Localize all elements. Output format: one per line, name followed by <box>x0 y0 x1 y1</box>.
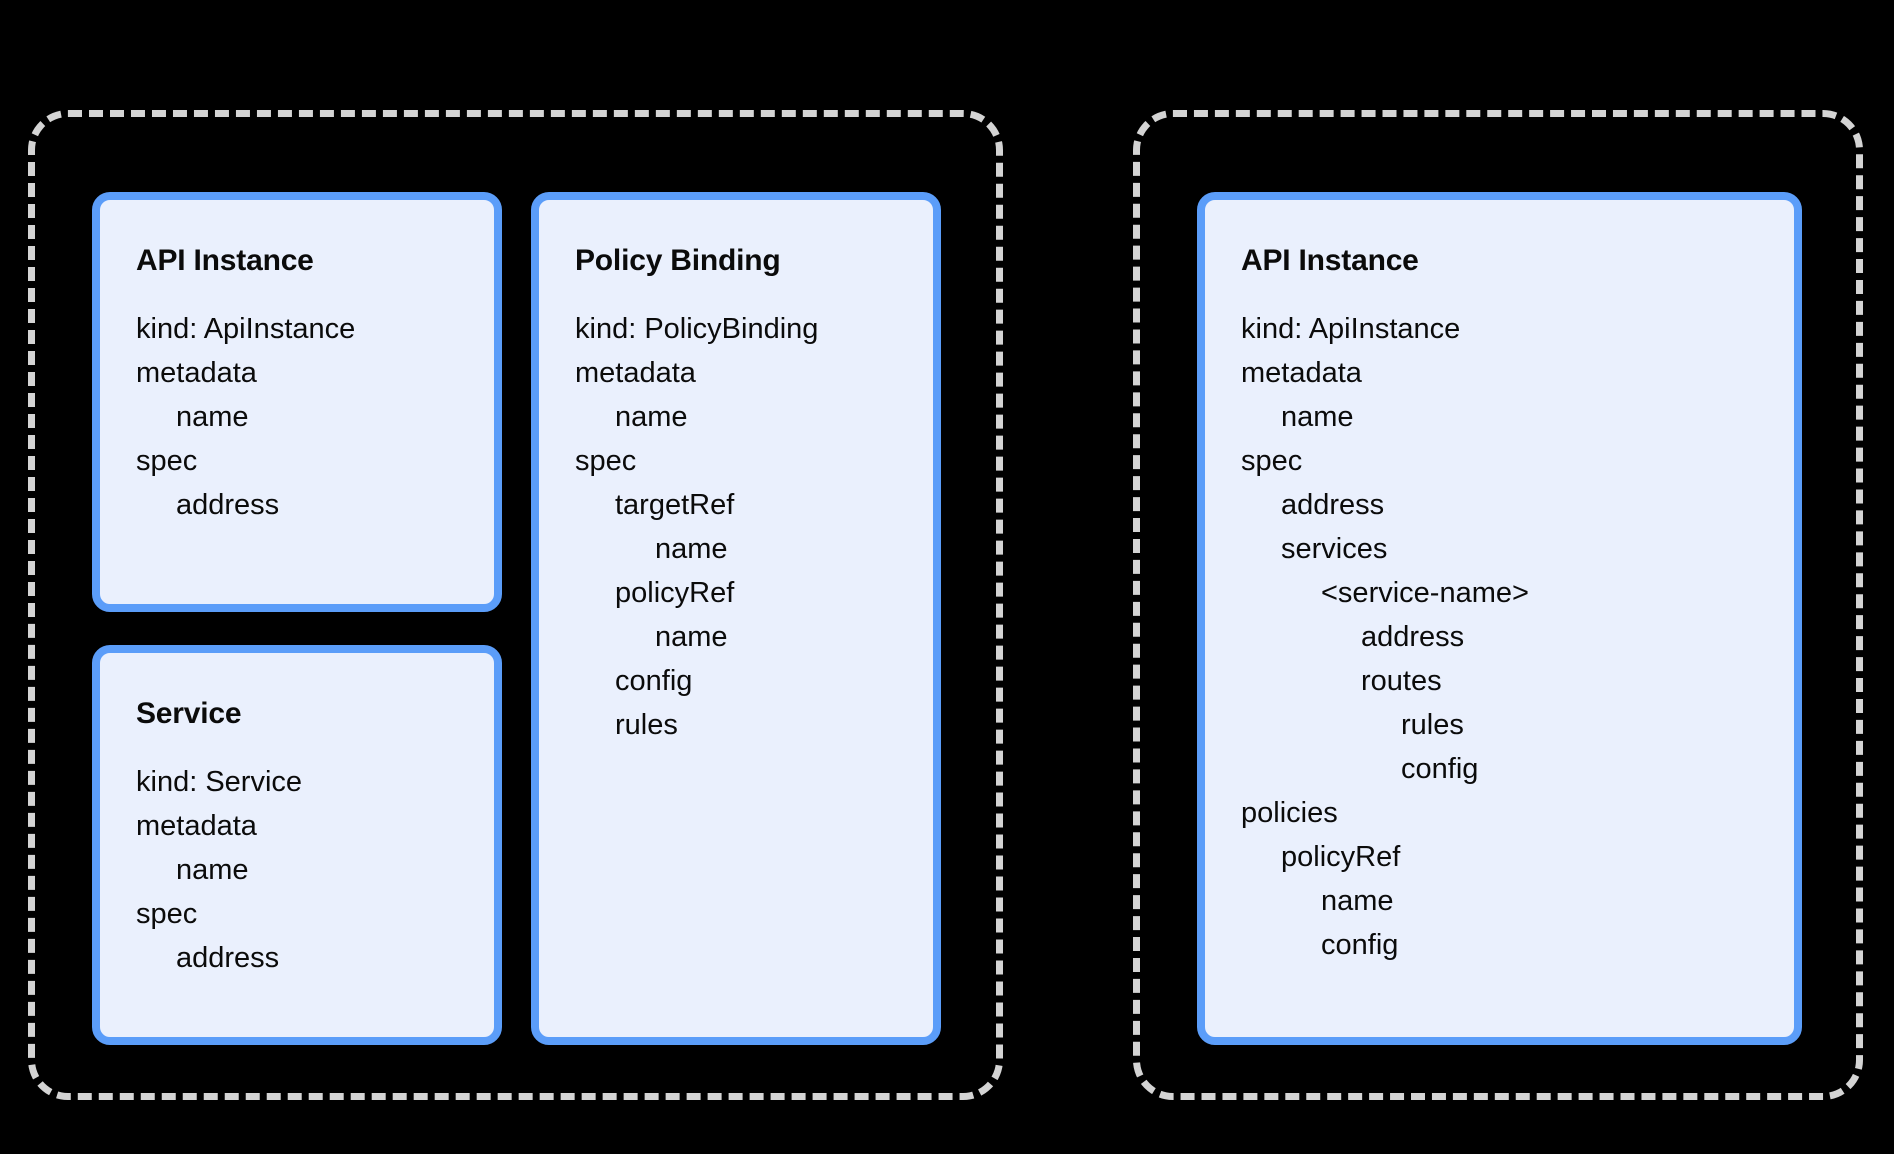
spec-line: rules <box>615 709 678 741</box>
spec-line: kind: ApiInstance <box>1241 313 1461 345</box>
spec-line: address <box>1361 621 1465 653</box>
spec-line: config <box>1401 753 1479 785</box>
card-api-instance-right[interactable]: API Instance kind: ApiInstance metadata … <box>1197 192 1802 1045</box>
spec-line: spec <box>575 445 637 477</box>
card-title: API Instance <box>1241 244 1419 277</box>
spec-line: config <box>615 665 693 697</box>
spec-line: name <box>176 401 249 433</box>
spec-line: spec <box>136 898 198 930</box>
spec-line: address <box>1281 489 1385 521</box>
card-body: kind: ApiInstance metadata name spec add… <box>1205 277 1794 967</box>
spec-line: metadata <box>1241 357 1362 389</box>
spec-line: kind: ApiInstance <box>136 313 356 345</box>
spec-line: spec <box>136 445 198 477</box>
spec-line: name <box>655 533 728 565</box>
spec-line: policyRef <box>1281 841 1401 873</box>
spec-line: routes <box>1361 665 1442 697</box>
spec-line: name <box>176 854 249 886</box>
spec-line: metadata <box>136 357 257 389</box>
card-policy-binding[interactable]: Policy Binding kind: PolicyBinding metad… <box>531 192 941 1045</box>
spec-line: metadata <box>136 810 257 842</box>
spec-line: name <box>615 401 688 433</box>
card-body: kind: ApiInstance metadata name spec add… <box>100 277 494 527</box>
card-body: kind: PolicyBinding metadata name spec t… <box>539 277 933 747</box>
card-title: Service <box>136 697 242 730</box>
spec-line: name <box>655 621 728 653</box>
spec-line: services <box>1281 533 1388 565</box>
card-service[interactable]: Service kind: Service metadata name spec… <box>92 645 502 1045</box>
card-body: kind: Service metadata name spec address <box>100 730 494 980</box>
spec-line: <service-name> <box>1321 577 1529 609</box>
spec-line: targetRef <box>615 489 735 521</box>
spec-line: name <box>1281 401 1354 433</box>
spec-line: kind: Service <box>136 766 303 798</box>
card-title: Policy Binding <box>575 244 781 277</box>
card-api-instance-left[interactable]: API Instance kind: ApiInstance metadata … <box>92 192 502 612</box>
spec-line: config <box>1321 929 1399 961</box>
spec-line: policies <box>1241 797 1338 829</box>
card-title: API Instance <box>136 244 314 277</box>
spec-line: address <box>176 942 280 974</box>
spec-line: spec <box>1241 445 1303 477</box>
spec-line: name <box>1321 885 1394 917</box>
spec-line: policyRef <box>615 577 735 609</box>
spec-line: metadata <box>575 357 696 389</box>
group-container-left <box>28 110 1003 1100</box>
spec-line: address <box>176 489 280 521</box>
spec-line: kind: PolicyBinding <box>575 313 819 345</box>
spec-line: rules <box>1401 709 1464 741</box>
group-container-right <box>1133 110 1863 1100</box>
